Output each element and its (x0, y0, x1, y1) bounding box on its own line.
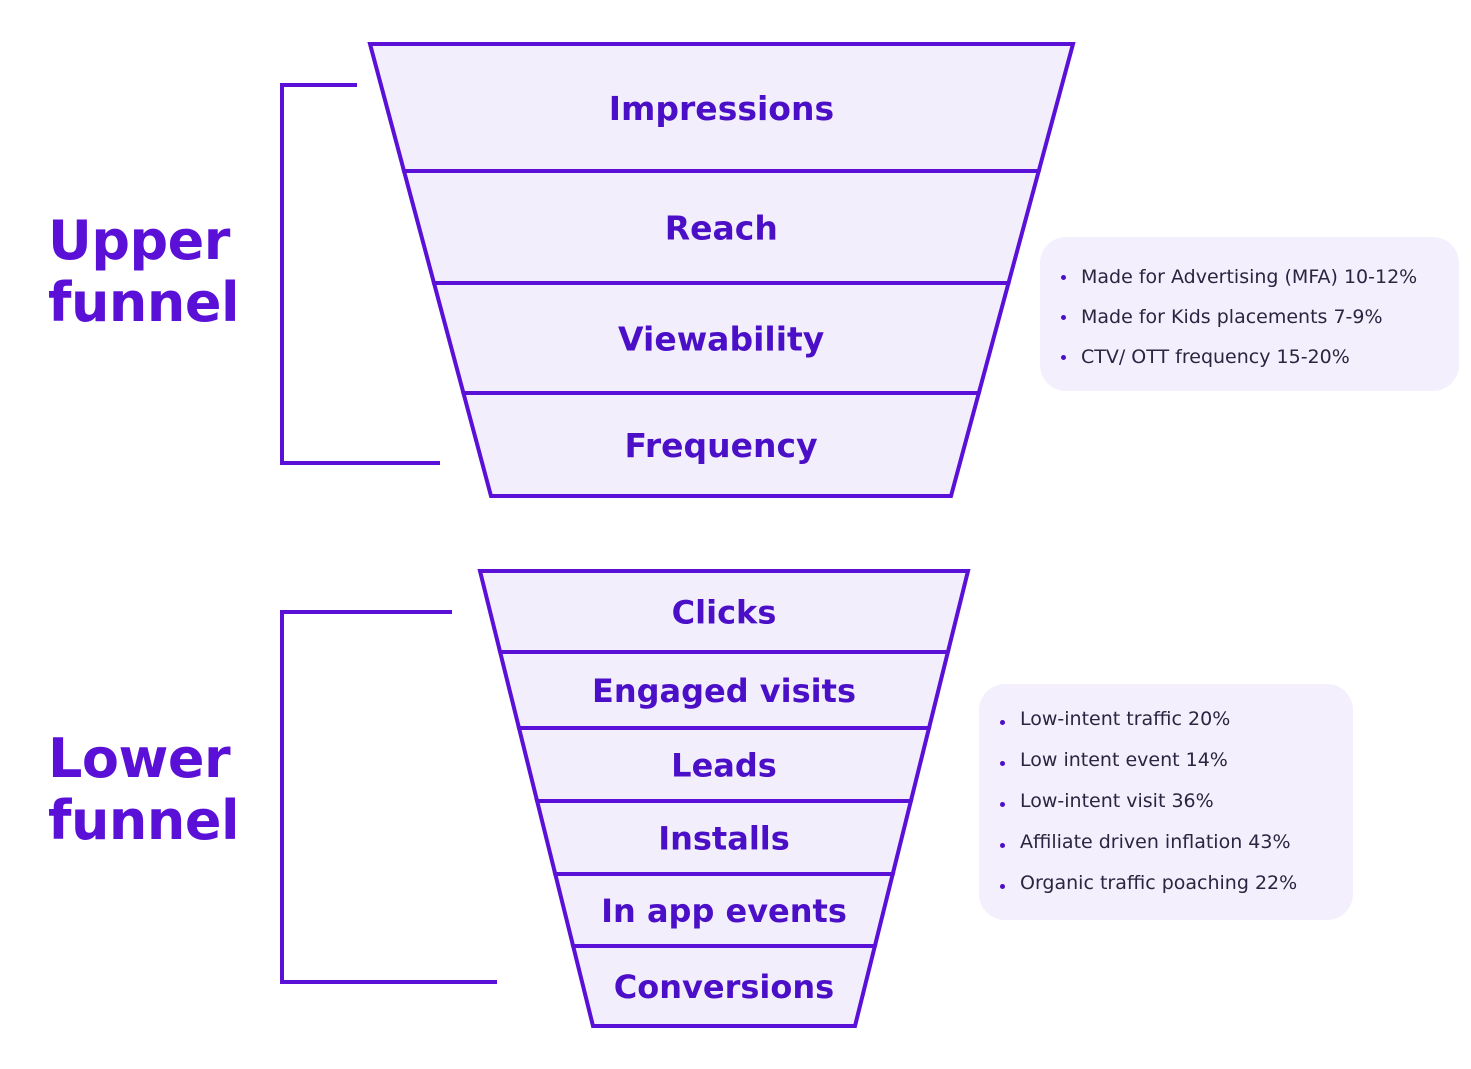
lower-funnel-stage-6 (570, 944, 878, 1028)
upper-note-item: Made for Advertising (MFA) 10-12% (1058, 259, 1459, 299)
upper-note-item: Made for Kids placements 7-9% (1058, 299, 1459, 339)
upper-funnel-bracket (280, 83, 440, 465)
lower-funnel-title: Lower funnel (48, 728, 239, 852)
lower-note-item: Low intent event 14% (997, 744, 1353, 785)
upper-funnel-stage-label: Frequency (624, 426, 817, 465)
upper-funnel-title-line1: Upper (48, 209, 230, 272)
upper-note-item: CTV/ OTT frequency 15-20% (1058, 339, 1459, 379)
lower-note-text: Low-intent visit 36% (1020, 790, 1214, 812)
lower-funnel-notes: Low-intent traffic 20% Low intent event … (979, 684, 1353, 920)
lower-note-text: Affiliate driven inflation 43% (1020, 831, 1291, 853)
lower-funnel-note-list: Low-intent traffic 20% Low intent event … (997, 703, 1353, 908)
upper-note-text: Made for Advertising (MFA) 10-12% (1081, 266, 1418, 288)
upper-funnel-title: Upper funnel (48, 210, 239, 334)
lower-note-item: Organic traffic poaching 22% (997, 867, 1353, 908)
lower-funnel-stage-label: In app events (601, 892, 847, 930)
bullet-icon (1000, 760, 1005, 766)
lower-funnel-stage-label: Leads (671, 747, 777, 785)
upper-funnel-stage-label: Impressions (609, 89, 834, 128)
bullet-icon (1000, 801, 1005, 807)
bullet-icon (1061, 275, 1066, 280)
lower-funnel-stage-label: Clicks (672, 594, 777, 632)
upper-funnel-stage-4 (460, 391, 982, 498)
lower-note-text: Low-intent traffic 20% (1020, 708, 1231, 730)
lower-funnel-title-line2: funnel (48, 789, 239, 852)
lower-funnel-bracket (280, 610, 497, 984)
upper-note-text: Made for Kids placements 7-9% (1081, 306, 1383, 328)
upper-funnel-stage-label: Viewability (618, 320, 824, 359)
lower-note-text: Low intent event 14% (1020, 749, 1228, 771)
upper-funnel-note-list: Made for Advertising (MFA) 10-12% Made f… (1058, 259, 1459, 379)
upper-note-text: CTV/ OTT frequency 15-20% (1081, 346, 1350, 368)
lower-note-text: Organic traffic poaching 22% (1020, 872, 1298, 894)
bullet-icon (1061, 315, 1066, 320)
upper-funnel-title-line2: funnel (48, 271, 239, 334)
lower-funnel-stage-label: Engaged visits (592, 672, 856, 710)
upper-funnel-notes: Made for Advertising (MFA) 10-12% Made f… (1040, 237, 1459, 391)
lower-note-item: Low-intent visit 36% (997, 785, 1353, 826)
upper-funnel-stage-label: Reach (665, 209, 778, 248)
lower-funnel-stage-label: Installs (658, 820, 790, 858)
lower-note-item: Low-intent traffic 20% (997, 703, 1353, 744)
lower-funnel-stage-label: Conversions (614, 968, 834, 1006)
lower-funnel-title-line1: Lower (48, 727, 231, 790)
bullet-icon (1000, 719, 1005, 725)
bullet-icon (1061, 355, 1066, 360)
bullet-icon (1000, 842, 1005, 848)
bullet-icon (1000, 883, 1005, 889)
lower-note-item: Affiliate driven inflation 43% (997, 826, 1353, 867)
